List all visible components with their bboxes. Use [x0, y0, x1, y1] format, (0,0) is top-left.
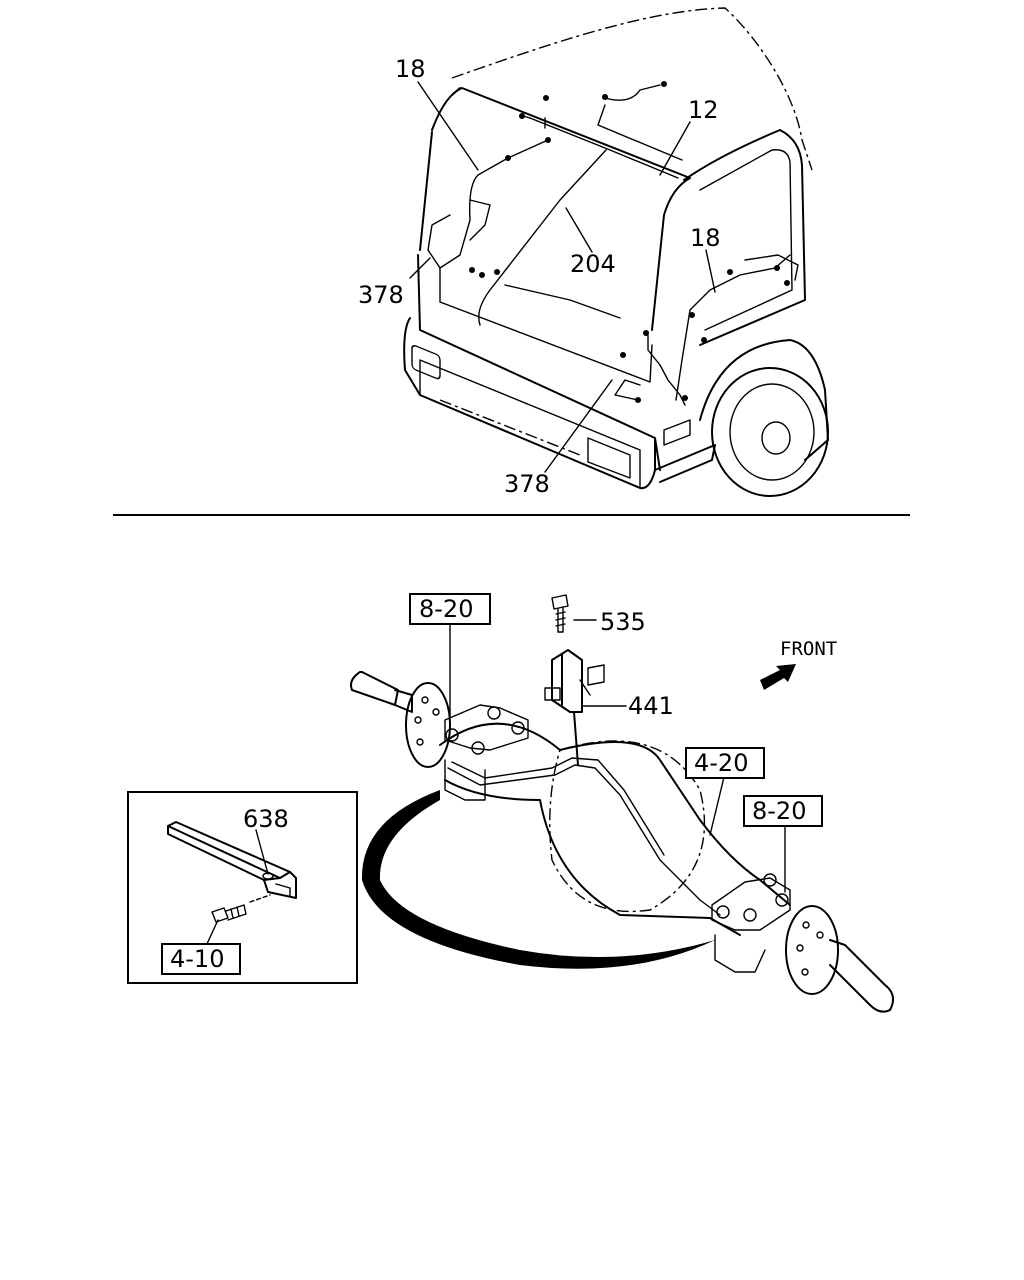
left-spindle — [350, 671, 413, 713]
door-window — [699, 149, 793, 331]
callout-378-left: 378 — [358, 281, 404, 309]
callout-4-20: 4-20 — [694, 749, 748, 777]
harness-204-front — [478, 149, 607, 326]
windshield-frame — [431, 87, 691, 331]
leader-4-10 — [205, 919, 219, 947]
right-spindle — [829, 939, 895, 1013]
harness-441 — [447, 764, 721, 916]
front-arrow — [760, 664, 796, 690]
side-marker — [663, 419, 691, 446]
inset-frame — [127, 791, 358, 984]
cab-front-face — [417, 254, 661, 471]
grille-slot — [504, 284, 621, 319]
left-spring-seat — [444, 704, 529, 751]
callout-535: 535 — [600, 608, 646, 636]
bumper-lower — [419, 359, 641, 489]
callout-8-20-right: 8-20 — [752, 797, 806, 825]
leader-638 — [255, 829, 269, 875]
callout-638: 638 — [243, 805, 289, 833]
differential-bowl — [549, 740, 706, 913]
axle-housing — [439, 722, 791, 906]
harness-right-lower — [614, 334, 686, 406]
ref-box-8-20-right — [743, 795, 823, 827]
door-frame — [683, 129, 806, 346]
callout-204: 204 — [570, 250, 616, 278]
inset-bracket-638 — [167, 821, 297, 903]
right-lamp — [587, 437, 631, 479]
cab-roof-outline — [451, 7, 813, 171]
harness-12-roof — [529, 84, 683, 179]
ref-box-8-20-left — [409, 593, 491, 625]
step-panel — [654, 444, 716, 483]
axle-housing-lower — [444, 779, 741, 936]
front-bumper — [403, 317, 656, 490]
front-label: FRONT — [780, 638, 837, 660]
harness-441-b — [451, 757, 665, 856]
cab-harnesses — [427, 81, 799, 406]
right-seat-base — [714, 934, 766, 973]
right-spring-seat — [711, 877, 791, 931]
rear-axle — [350, 594, 895, 1013]
left-lamp — [411, 345, 441, 380]
ref-box-4-20 — [685, 747, 765, 779]
callout-4-10: 4-10 — [170, 945, 224, 973]
wheel-rim — [729, 383, 815, 481]
truck-cab — [403, 7, 829, 497]
sensor-connector — [579, 664, 605, 696]
wheel-arch — [699, 339, 829, 461]
callout-18-right: 18 — [690, 224, 721, 252]
harness-18-left-b — [469, 114, 546, 241]
windshield-inner — [419, 87, 461, 251]
front-tire — [711, 367, 829, 497]
ref-box-4-10 — [161, 943, 241, 975]
callout-8-20-left: 8-20 — [419, 595, 473, 623]
callout-18-left: 18 — [395, 55, 426, 83]
grille-upper — [439, 267, 653, 383]
left-hub-flange — [405, 682, 451, 768]
housing-shadow-band — [361, 790, 725, 969]
cab-lower-edge — [439, 399, 581, 456]
bracket-foot — [544, 687, 561, 701]
wheel-hub — [761, 421, 791, 455]
inset-bolt — [211, 904, 247, 923]
callout-12: 12 — [688, 96, 719, 124]
callout-441: 441 — [628, 692, 674, 720]
callout-378-lower: 378 — [504, 470, 550, 498]
right-hub-flange — [785, 905, 839, 995]
cab-leaders — [409, 81, 716, 473]
axle-leaders — [449, 619, 786, 893]
left-seat-base — [444, 759, 486, 801]
bolt-535 — [551, 594, 569, 633]
